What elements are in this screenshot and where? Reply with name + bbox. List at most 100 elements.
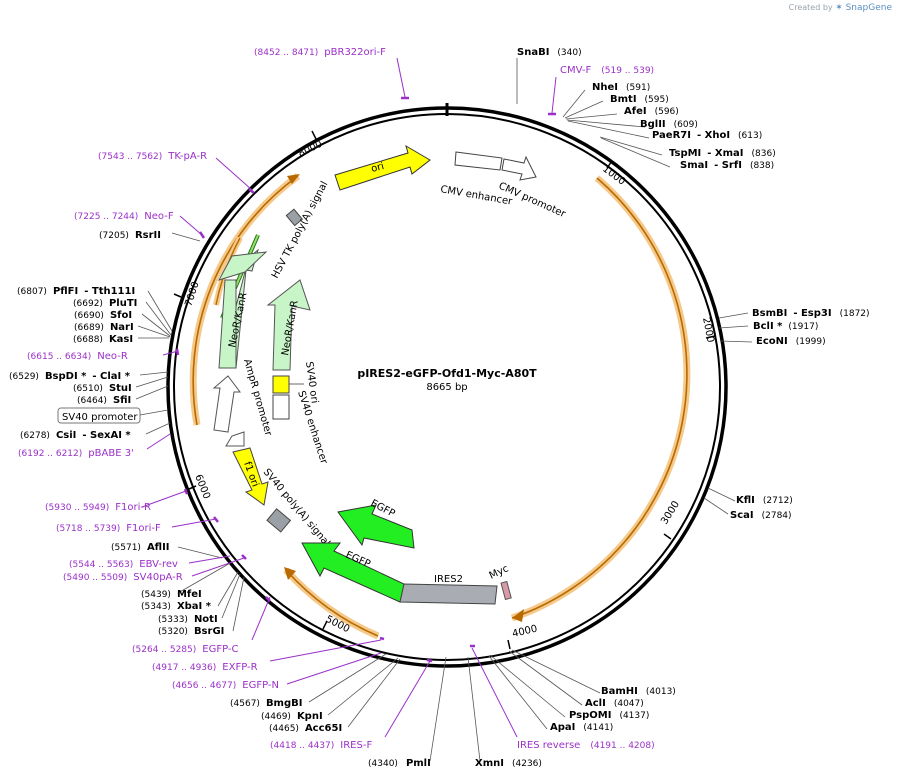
cmv-promoter-feature <box>501 155 537 181</box>
primer-exfp-r: EXFP-R <box>222 662 257 673</box>
site-smai: SmaI <box>680 160 708 171</box>
site-tspmi: TspMI <box>669 148 701 159</box>
site-sfii: SfiI <box>113 395 131 406</box>
primer-pbabe-3: pBABE 3' <box>88 448 134 459</box>
primer-ires-f: IRES-F <box>340 740 372 751</box>
svg-text:NheI(591): NheI(591) <box>592 82 650 93</box>
site-bmgbi: BmgBI <box>266 698 303 709</box>
sv40-enhancer-feature <box>272 394 290 420</box>
svg-text:(6278)CsiI- SexAI *: (6278)CsiI- SexAI * <box>20 430 131 441</box>
svg-text:(7543 .. 7562)TK-pA-R: (7543 .. 7562)TK-pA-R <box>98 151 207 162</box>
site-kasi: KasI <box>109 334 133 345</box>
sv40-promoter-box <box>57 407 141 424</box>
primer-sv40pa-r: SV40pA-R <box>133 572 182 583</box>
ori-feature <box>334 144 431 191</box>
primer-ires-reverse: IRES reverse <box>517 740 580 751</box>
svg-text:(4340)PmlI: (4340)PmlI <box>368 758 431 769</box>
svg-text:(6690)SfoI: (6690)SfoI <box>74 310 132 321</box>
svg-text:(7225 .. 7244)Neo-F: (7225 .. 7244)Neo-F <box>74 211 174 222</box>
primer-cmv-f: CMV-F <box>560 65 591 76</box>
site-mfei: MfeI <box>177 589 202 600</box>
svg-text:IRES reverse(4191 .. 4208): IRES reverse(4191 .. 4208) <box>517 740 655 751</box>
svg-text:(6464)SfiI: (6464)SfiI <box>77 395 131 406</box>
primer-leaders <box>141 57 557 738</box>
left-sites: (7205)RsrII (6807)PflFI- Tth111I (6692)P… <box>9 230 342 734</box>
svg-text:(6192 .. 6212)pBABE 3': (6192 .. 6212)pBABE 3' <box>18 448 134 459</box>
site-pluti: PluTI <box>109 298 137 309</box>
orf-left-line <box>192 175 299 426</box>
ori-label: ori <box>370 161 385 175</box>
svg-text:(5930 .. 5949)F1ori-R: (5930 .. 5949)F1ori-R <box>45 502 151 513</box>
hsv-tk-polya-feature <box>285 208 304 227</box>
svg-text:(4917 .. 4936)EXFP-R: (4917 .. 4936)EXFP-R <box>152 662 258 673</box>
ampr-small-feature <box>225 431 245 447</box>
site-bcli: BclI * <box>753 321 783 332</box>
site-nhei: NheI <box>592 82 618 93</box>
primers: (8452 .. 8471)pBR322ori-F CMV-F(519 .. 5… <box>18 47 655 751</box>
svg-text:(8452 .. 8471)pBR322ori-F: (8452 .. 8471)pBR322ori-F <box>254 47 386 58</box>
snapgene-logo: ✶ <box>835 3 846 13</box>
sv40-ori-feature <box>272 375 290 394</box>
plasmid-name: pIRES2-eGFP-Ofd1-Myc-A80T <box>357 367 537 380</box>
right-sites: SnaBI(340) NheI(591) BmtI(595) AfeI(596)… <box>368 47 870 769</box>
svg-text:ApaI(4141): ApaI(4141) <box>550 722 613 733</box>
svg-text:(6689)NarI: (6689)NarI <box>74 322 134 333</box>
primer-f1ori-r: F1ori-R <box>115 502 151 513</box>
site-aflii: AflII <box>147 542 170 553</box>
primer-tk-pa-r: TK-pA-R <box>167 151 207 162</box>
primer-marks <box>175 188 475 663</box>
site-csii: CsiI <box>56 430 76 441</box>
right-site-leaders <box>429 58 753 762</box>
primer-ebv-rev: EBV-rev <box>139 559 178 570</box>
svg-text:(5490 .. 5509)SV40pA-R: (5490 .. 5509)SV40pA-R <box>63 572 183 583</box>
site-kfli: KflI <box>736 495 755 506</box>
sv40-promoter-leader <box>139 409 169 416</box>
svg-text:TspMI- XmaI(836): TspMI- XmaI(836) <box>669 148 776 159</box>
svg-text:SnaBI(340): SnaBI(340) <box>517 47 582 58</box>
svg-text:XmnI(4236): XmnI(4236) <box>475 758 542 769</box>
orf-right-line <box>511 177 688 619</box>
site-kpni: KpnI <box>297 711 323 722</box>
orf-right-arrow <box>512 609 524 622</box>
svg-text:ScaI(2784): ScaI(2784) <box>730 510 792 521</box>
svg-text:EcoNI(1999): EcoNI(1999) <box>756 336 826 347</box>
neor-outer-body <box>218 279 237 369</box>
site-bglii: BglII <box>640 119 666 130</box>
ires2-label: IRES2 <box>434 574 463 585</box>
neor-inner-feature <box>266 279 311 371</box>
svg-text:BclI *(1917): BclI *(1917) <box>753 321 818 332</box>
left-site-leaders <box>135 232 401 728</box>
site-pflfi: PflFI <box>53 286 78 297</box>
plasmid-length: 8665 bp <box>426 382 467 393</box>
sv40-promoter-label: SV40 promoter <box>62 412 138 423</box>
svg-text:(6615 .. 6634)Neo-R: (6615 .. 6634)Neo-R <box>27 351 128 362</box>
ampr-promoter-label: AmpR promoter <box>241 358 274 438</box>
site-xmni: XmnI <box>475 758 504 769</box>
svg-text:(6688)KasI: (6688)KasI <box>73 334 133 345</box>
svg-text:BamHI(4013): BamHI(4013) <box>601 686 676 697</box>
svg-text:CMV-F(519 .. 539): CMV-F(519 .. 539) <box>560 65 654 76</box>
svg-text:(5320)BsrGI: (5320)BsrGI <box>158 626 224 637</box>
site-stui: StuI <box>109 383 132 394</box>
primer-egfp-n: EGFP-N <box>242 680 279 691</box>
site-xbai: XbaI * <box>177 601 212 612</box>
neor-outer-head <box>217 251 268 281</box>
ires2-feature <box>399 583 498 605</box>
svg-text:KflI(2712): KflI(2712) <box>736 495 793 506</box>
sv40-polya-label: SV40 poly(A) signal <box>261 467 332 549</box>
site-rsrii: RsrII <box>135 230 161 241</box>
site-bmti: BmtI <box>610 94 637 105</box>
orf-right-band <box>510 175 691 622</box>
svg-text:(5544 .. 5563)EBV-rev: (5544 .. 5563)EBV-rev <box>69 559 178 570</box>
site-bsrgi: BsrGI <box>194 626 224 637</box>
svg-text:(5571)AflII: (5571)AflII <box>111 542 170 553</box>
snapgene-name: SnapGene <box>845 3 892 13</box>
site-pmli: PmlI <box>406 758 431 769</box>
svg-text:PspOMI(4137): PspOMI(4137) <box>569 710 649 721</box>
sv40-polya-feature <box>266 508 292 533</box>
primer-neo-r: Neo-R <box>97 351 128 362</box>
svg-text:AfeI(596): AfeI(596) <box>624 106 679 117</box>
site-pspomi: PspOMI <box>569 710 611 721</box>
myc-label: Myc <box>488 563 511 581</box>
